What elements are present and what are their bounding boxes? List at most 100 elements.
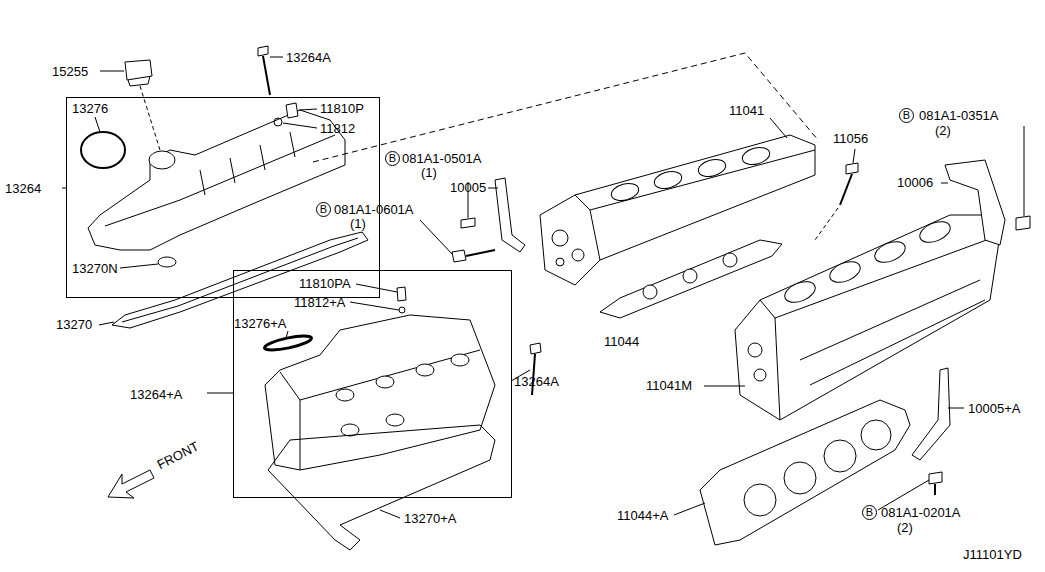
bracket <box>495 178 525 252</box>
bolt <box>452 250 466 262</box>
callout-number: 13264A <box>286 50 331 65</box>
bracket <box>934 484 936 495</box>
engine-illustration <box>81 46 1030 550</box>
bolt-symbol: B <box>385 151 400 166</box>
callout-number: 13264+A <box>130 387 182 402</box>
callout-number: 10006 <box>897 175 933 190</box>
rocker-cover <box>530 343 541 354</box>
callout-number: J11101YD <box>963 547 1022 562</box>
leader-line <box>286 331 288 338</box>
callout-number: 13270N <box>72 261 118 276</box>
leader-line <box>674 503 705 515</box>
cylinder-head <box>782 278 818 307</box>
bracket <box>1016 216 1030 230</box>
cylinder-head <box>556 258 564 266</box>
gasket <box>112 232 368 328</box>
gasket <box>268 425 495 550</box>
leader-line <box>207 393 233 394</box>
bracket <box>912 368 950 460</box>
bracket <box>945 160 1030 245</box>
leader-line <box>948 408 964 409</box>
callout-number: 11810P <box>320 101 364 116</box>
rocker-cover <box>263 287 541 470</box>
rocker-cover <box>376 376 394 388</box>
head-gasket <box>683 269 697 283</box>
bracket <box>912 368 950 495</box>
cylinder-head <box>652 169 683 192</box>
rocker-cover <box>81 46 345 267</box>
bracket <box>929 472 942 484</box>
leader-line <box>270 57 283 58</box>
rocker-cover <box>280 350 480 470</box>
callout-number: 13264 <box>5 181 41 196</box>
gasket <box>122 238 358 322</box>
callout-number: 11041 <box>729 103 764 118</box>
leader-line <box>356 284 397 292</box>
head-gasket <box>723 253 737 267</box>
leader-line <box>380 510 400 518</box>
cylinder-head <box>748 343 762 357</box>
rocker-cover <box>158 257 176 267</box>
cylinder-head <box>540 135 815 285</box>
front-arrow <box>108 470 154 498</box>
callout-number: 13270 <box>56 317 92 332</box>
cylinder-head <box>827 258 863 287</box>
rocker-cover <box>416 364 434 376</box>
callout-number: 15255 <box>52 64 88 79</box>
leader-line <box>770 118 787 138</box>
bolt <box>452 218 495 262</box>
rocker-cover <box>399 307 405 313</box>
callout-number: 11044+A <box>617 508 668 523</box>
bolt <box>461 218 475 228</box>
bolt <box>466 250 495 256</box>
rocker-cover <box>149 151 175 169</box>
callout-number: 13270+A <box>404 511 456 526</box>
callout-number: 13264A <box>514 374 559 389</box>
rocker-cover <box>140 86 160 150</box>
leader-line <box>62 57 1024 518</box>
callout-number: (1) <box>350 216 366 231</box>
gasket <box>268 425 495 550</box>
rocker-cover <box>125 60 152 86</box>
dashed-guide <box>313 53 818 162</box>
cylinder-head <box>540 135 815 285</box>
callout-number: 11056 <box>833 131 868 146</box>
bracket <box>945 160 1005 245</box>
cylinder-head <box>800 280 985 385</box>
bolt-symbol: B <box>899 108 914 123</box>
rocker-cover <box>336 389 354 401</box>
leader-line <box>95 117 100 132</box>
rocker-cover <box>341 424 359 436</box>
callout-number: 081A1-0501A <box>402 151 482 166</box>
head-gasket <box>700 400 910 545</box>
callout-number: (2) <box>897 520 913 535</box>
callout-number: (1) <box>421 165 437 180</box>
rocker-cover <box>386 414 404 426</box>
leader-line <box>299 109 317 110</box>
head-gasket <box>744 484 776 516</box>
callout-number: 081A1-0351A <box>919 108 999 123</box>
front-arrow <box>108 470 154 498</box>
bolt-symbol: B <box>862 505 877 520</box>
rocker-cover <box>286 103 298 118</box>
bolt <box>815 163 858 240</box>
leader-line <box>120 264 158 268</box>
rocker-cover <box>397 287 406 301</box>
callout-number: 10005+A <box>968 401 1020 416</box>
rocker-cover <box>274 118 282 126</box>
cylinder-head <box>735 215 1000 420</box>
direction-label: FRONT <box>155 438 202 472</box>
group-frame: 13264+A <box>233 270 512 498</box>
callout-number: 11812 <box>320 121 355 136</box>
callout-number: 11812+A <box>294 295 345 310</box>
cylinder-head <box>754 369 766 381</box>
cylinder-head <box>760 235 1000 420</box>
rocker-cover <box>451 354 469 366</box>
cylinder-head <box>740 145 771 168</box>
leader-line <box>350 302 399 310</box>
rocker-cover <box>265 315 495 470</box>
rocker-cover <box>81 132 125 168</box>
bolt <box>846 163 858 174</box>
